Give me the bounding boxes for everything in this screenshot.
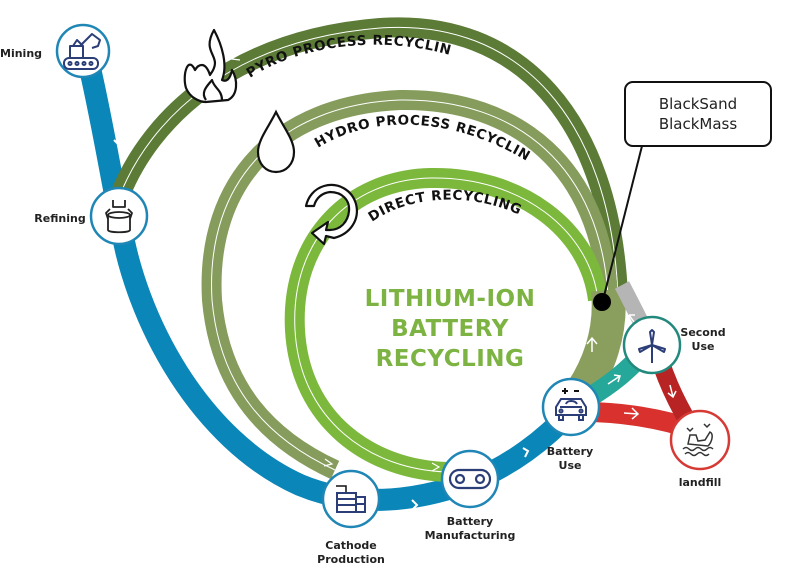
label-mining: Mining (0, 47, 42, 61)
conveyor-icon (448, 468, 492, 490)
label-refining: Refining (30, 212, 90, 226)
stage-battery-use[interactable] (541, 377, 601, 437)
crucible-icon (105, 200, 133, 234)
flame-icon (183, 28, 238, 104)
label-manufacturing-line2: Manufacturing (424, 529, 516, 542)
blackmass-callout: BlackSand BlackMass (624, 81, 772, 147)
water-drop-icon (256, 109, 296, 174)
stage-mining[interactable] (55, 23, 111, 79)
label-battery-use-line1: Battery (546, 445, 594, 458)
label-manufacturing: Battery Manufacturing (415, 515, 525, 543)
pyro-loop-centerline (119, 26, 619, 296)
excavator-icon (63, 33, 101, 70)
primary-flow-arrows (113, 139, 530, 511)
title-line-3: RECYCLING (375, 346, 525, 372)
label-manufacturing-line1: Battery (446, 515, 494, 528)
direct-loop-arrow (431, 462, 441, 472)
label-mining-line1: Mining (0, 47, 43, 60)
label-landfill: landfill (670, 476, 730, 490)
stage-cathode[interactable] (321, 469, 381, 529)
label-second-use: Second Use (675, 326, 731, 354)
callout-connector (602, 145, 643, 301)
stage-landfill[interactable] (669, 409, 731, 471)
landfill-arrow-second-use (667, 384, 677, 399)
center-title: LITHIUM-ION BATTERY RECYCLING (350, 284, 550, 374)
landfill-arrow-direct (623, 407, 640, 420)
second-use-return-arrow (627, 314, 635, 323)
direct-loop-centerline (294, 177, 599, 473)
wind-turbine-icon (638, 329, 666, 363)
merged-return-arrow (586, 336, 598, 352)
pyro-loop-arrow (230, 52, 241, 61)
landfill-icon (682, 423, 714, 457)
hydro-loop-arrow (323, 458, 334, 467)
label-landfill-line1: landfill (678, 476, 722, 489)
label-cathode-line2: Production (317, 553, 385, 566)
label-battery-use: Battery Use (540, 445, 600, 473)
recycle-arrow-icon (304, 183, 358, 246)
label-cathode-line1: Cathode (325, 539, 377, 552)
stage-manufacturing[interactable] (440, 449, 500, 509)
callout-line-2: BlackMass (658, 115, 738, 133)
label-second-use-line1: Second (680, 326, 726, 339)
cathode-stack-icon (336, 485, 366, 513)
second-use-arrow (607, 374, 621, 385)
label-refining-line1: Refining (34, 212, 86, 225)
callout-line-1: BlackSand (658, 95, 738, 113)
electric-car-icon (555, 388, 587, 421)
title-line-1: LITHIUM-ION (364, 286, 536, 312)
stage-second-use[interactable] (622, 315, 682, 375)
title-line-2: BATTERY (391, 316, 509, 342)
stage-refining[interactable] (89, 186, 149, 246)
blackmass-point (593, 293, 611, 311)
label-second-use-line2: Use (691, 340, 715, 353)
label-battery-use-line2: Use (558, 459, 582, 472)
label-cathode: Cathode Production (306, 539, 396, 567)
